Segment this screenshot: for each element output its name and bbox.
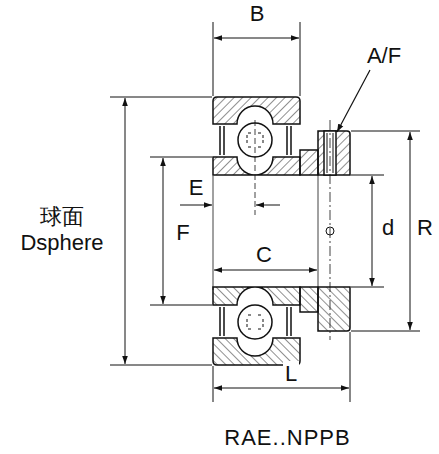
dimension-label: E <box>187 175 206 201</box>
model-caption: RAE..NPPB <box>222 425 352 451</box>
dimension-label: d <box>380 215 396 241</box>
dimension-label: R <box>415 215 435 241</box>
dimension-label: L <box>283 361 299 387</box>
dimension-label: B <box>248 1 267 27</box>
dimension-label: 球面 Dsphere <box>10 204 114 257</box>
dimension-label: A/F <box>365 43 403 69</box>
dimension-label: F <box>174 220 191 246</box>
dimension-label: C <box>254 242 274 268</box>
